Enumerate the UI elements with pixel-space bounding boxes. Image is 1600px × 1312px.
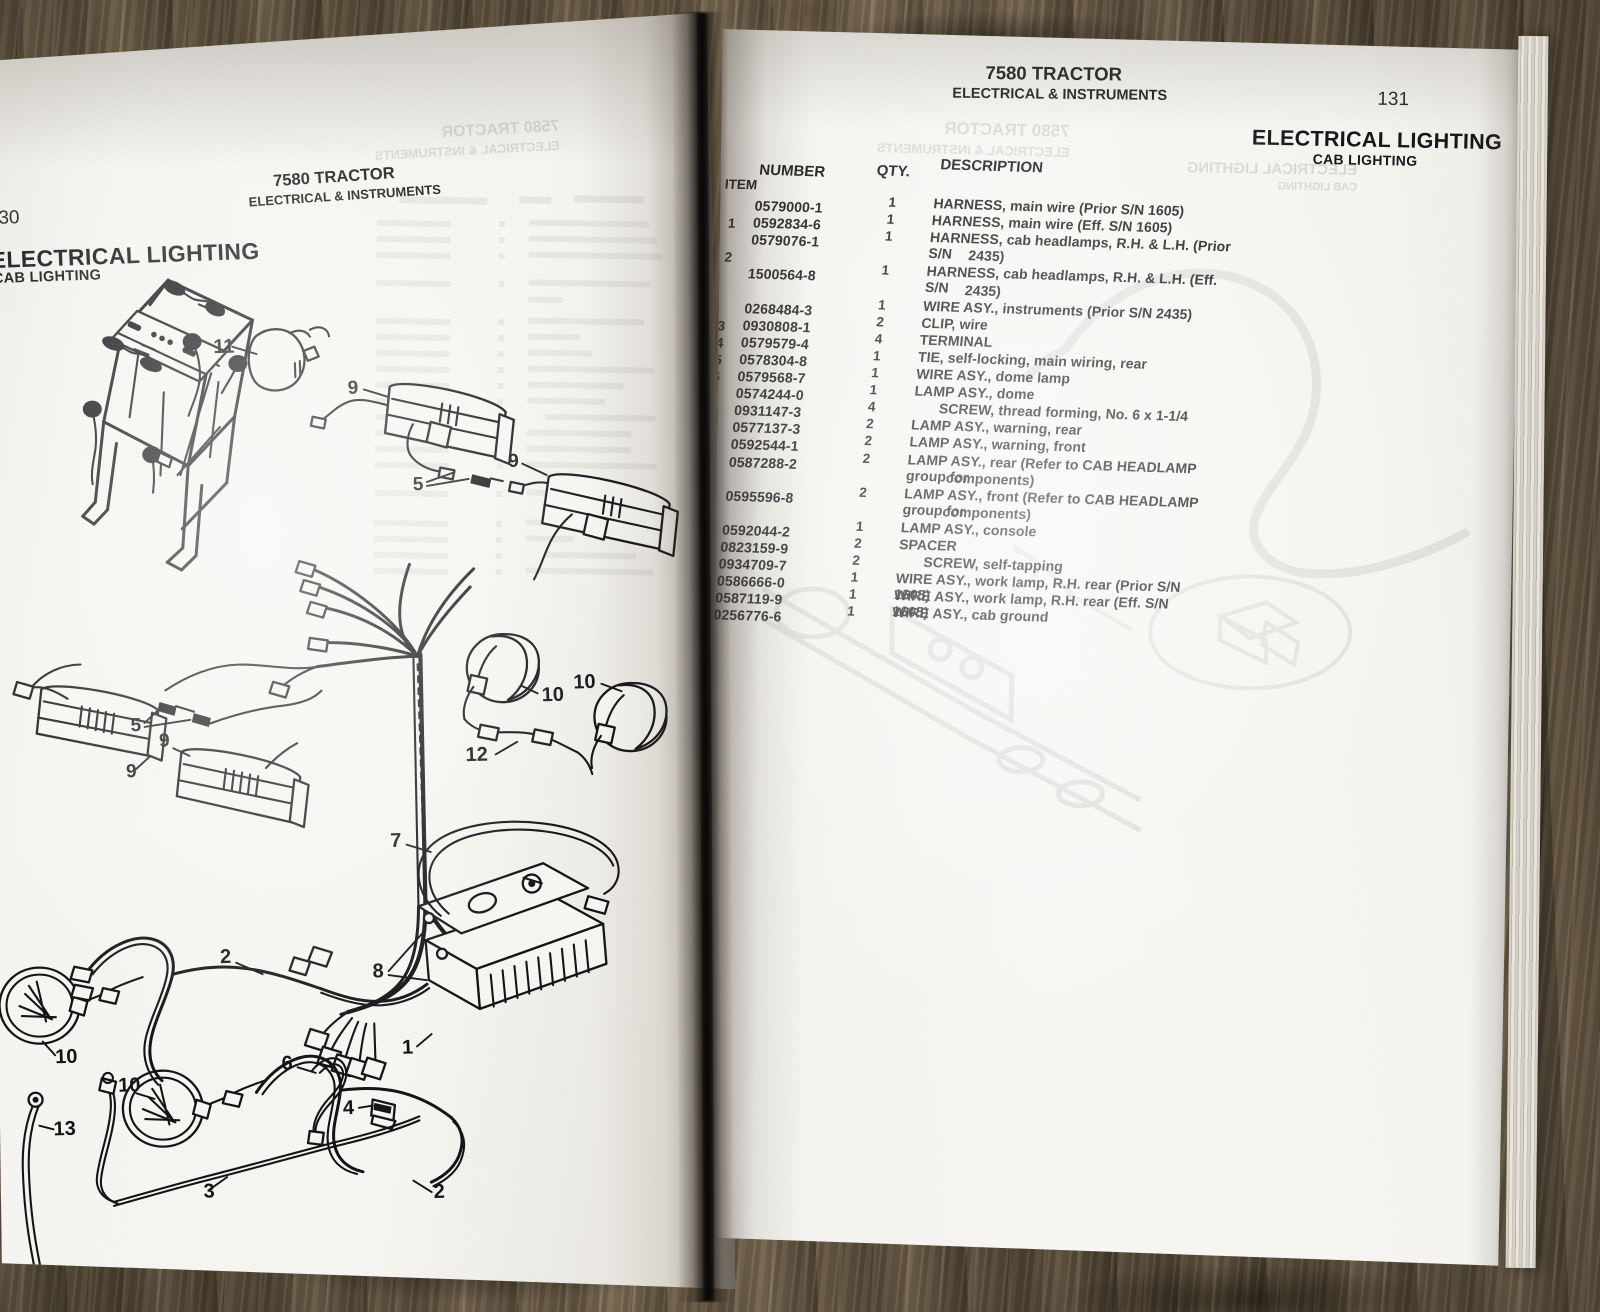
lamp-feed-wire-c bbox=[31, 664, 82, 687]
callout-5-right: 5 bbox=[413, 474, 425, 495]
right-page: 7580 TRACTOR ELECTRICAL & INSTRUMENTS EL… bbox=[706, 9, 1538, 1292]
table-cell-qty: 2 bbox=[863, 433, 873, 449]
work-lamp-round-lower-left-10: 10 bbox=[0, 965, 146, 1069]
lamp-pigtail-upper bbox=[410, 454, 441, 473]
work-lamp-round-lower-center-10: 10 bbox=[118, 1068, 268, 1148]
table-cell-description: 2435) bbox=[967, 247, 1006, 265]
table-cell-qty: 1 bbox=[848, 586, 858, 603]
table-cell-qty: 2 bbox=[875, 314, 885, 330]
callout-7: 7 bbox=[390, 830, 402, 852]
table-cell-qty: 1 bbox=[872, 348, 882, 364]
table-cell-qty: 4 bbox=[874, 331, 884, 347]
cab-rops-frame bbox=[75, 276, 260, 572]
wire-asy-work-lamp-12: 12 bbox=[464, 716, 592, 777]
table-cell-description: SPACER bbox=[898, 536, 958, 554]
tie-connector-5-right: 5 bbox=[413, 471, 504, 495]
table-cell-qty: 1 bbox=[886, 211, 896, 227]
table-cell-description: 2435) bbox=[964, 281, 1002, 299]
dome-lamp-8: 8 bbox=[369, 862, 608, 1012]
table-cell-description: components) bbox=[945, 469, 1036, 488]
terminal-4: 4 bbox=[343, 1096, 396, 1130]
table-cell-description: TERMINAL bbox=[919, 331, 994, 350]
left-page: 7580 TRACTOR ELECTRICAL & INSTRUMENTS bbox=[0, 12, 736, 1310]
callout-2-upper: 2 bbox=[220, 946, 232, 968]
table-cell-qty: 1 bbox=[868, 382, 878, 398]
table-cell-qty: 2 bbox=[865, 416, 875, 432]
table-header-qty: QTY. bbox=[875, 162, 911, 181]
callout-9-front-lower: 9 bbox=[159, 730, 170, 751]
callout-12: 12 bbox=[465, 744, 488, 767]
table-cell-qty: 2 bbox=[853, 535, 863, 551]
work-lamp-round-center-10: 10 bbox=[461, 633, 564, 719]
table-cell-qty: 1 bbox=[887, 194, 897, 210]
callout-3: 3 bbox=[203, 1180, 215, 1202]
warning-lamp-rear-upper-9: 9 bbox=[347, 374, 515, 468]
callout-9-upper: 9 bbox=[347, 378, 358, 399]
table-cell-qty: 1 bbox=[877, 296, 887, 313]
wire-asy-cab-ground-13: 13 bbox=[20, 1092, 82, 1275]
table-cell-description: CLIP, wire bbox=[920, 314, 989, 333]
callout-10-center: 10 bbox=[541, 684, 564, 707]
callout-2-lower: 2 bbox=[433, 1181, 445, 1203]
callout-10-lower-left: 10 bbox=[55, 1046, 78, 1069]
left-page-folio: 130 bbox=[0, 207, 20, 230]
lamp-feed-wire-b bbox=[210, 691, 323, 724]
table-header-description: DESCRIPTION bbox=[939, 156, 1044, 177]
callout-4: 4 bbox=[343, 1097, 356, 1119]
right-page-group-subtitle: CAB LIGHTING bbox=[1312, 150, 1418, 169]
table-cell-qty: 1 bbox=[855, 518, 865, 534]
table-cell-qty: 2 bbox=[858, 484, 868, 500]
warning-lamp-front-lower-9: 9 bbox=[159, 727, 310, 831]
table-cell-qty: 1 bbox=[880, 262, 890, 279]
callout-9-right: 9 bbox=[508, 451, 519, 472]
callout-5-left: 5 bbox=[130, 715, 142, 736]
table-cell-qty: 1 bbox=[846, 603, 856, 620]
table-cell-qty: 4 bbox=[867, 399, 877, 415]
table-cell-description: components) bbox=[941, 503, 1032, 522]
warning-lamp-front-left-9: 9 bbox=[31, 684, 168, 785]
table-cell-qty: 1 bbox=[884, 228, 894, 244]
table-cell-description: LAMP ASY., dome bbox=[913, 382, 1036, 403]
callout-9-front-left: 9 bbox=[126, 761, 137, 782]
table-cell-qty: 2 bbox=[851, 552, 861, 568]
callout-13: 13 bbox=[53, 1118, 76, 1141]
callout-8: 8 bbox=[372, 960, 384, 982]
callout-1: 1 bbox=[402, 1037, 414, 1059]
table-cell-qty: 1 bbox=[850, 569, 860, 585]
table-cell-qty: 2 bbox=[862, 450, 872, 466]
table-cell-qty: 1 bbox=[870, 365, 880, 381]
